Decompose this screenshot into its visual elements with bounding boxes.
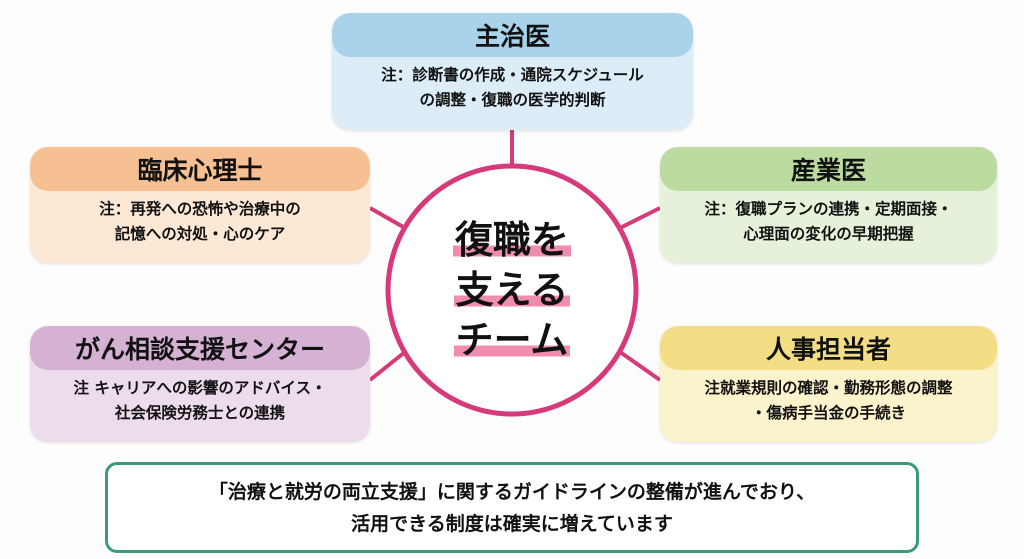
box-industrial: 産業医 注：復職プランの連携・定期面接・心理面の変化の早期把握: [660, 147, 997, 263]
center-line: チーム: [453, 318, 571, 362]
note-text: 「治療と就労の両立支援」に関するガイドラインの整備が進んでおり、: [208, 480, 816, 503]
box-title: 主治医: [332, 13, 693, 57]
box-text: 注：再発への恐怖や治療中の: [99, 200, 301, 218]
box-text: ・傷病手当金の手続き: [750, 404, 906, 422]
connector-cancer: [368, 350, 407, 382]
connector-industrial: [619, 206, 661, 230]
box-title: 人事担当者: [660, 326, 997, 370]
box-title: 臨床心理士: [30, 147, 370, 191]
box-text: 注 キャリアへの影響のアドバイス・: [73, 379, 327, 397]
guideline-note: 「治療と就労の両立支援」に関するガイドラインの整備が進んでおり、 活用できる制度…: [105, 462, 919, 553]
center-line: 復職を: [452, 218, 571, 262]
connector-hr: [618, 350, 662, 382]
box-cancer: がん相談支援センター 注 キャリアへの影響のアドバイス・社会保険労務士との連携: [30, 326, 370, 442]
box-text: 注就業規則の確認・勤務形態の調整: [704, 379, 953, 397]
box-text: 社会保険労務士との連携: [114, 404, 286, 422]
box-text: の調整・復職の医学的判断: [419, 91, 606, 109]
box-psych: 臨床心理士 注：再発への恐怖や治療中の記憶への対処・心のケア: [30, 147, 370, 263]
box-text: 記憶への対処・心のケア: [114, 225, 286, 243]
box-title: がん相談支援センター: [30, 326, 370, 370]
center-title: 復職を 支える チーム: [412, 215, 612, 365]
box-text: 心理面の変化の早期把握: [743, 225, 914, 243]
box-doctor: 主治医 注：診断書の作成・通院スケジュールの調整・復職の医学的判断: [332, 13, 693, 130]
connector-psych: [369, 206, 406, 230]
box-text: 注：診断書の作成・通院スケジュール: [381, 66, 644, 84]
note-text: 活用できる制度は確実に増えています: [351, 512, 673, 535]
box-text: 注：復職プランの連携・定期面接・: [704, 200, 953, 218]
center-line: 支える: [453, 268, 571, 312]
box-hr: 人事担当者 注就業規則の確認・勤務形態の調整・傷病手当金の手続き: [660, 326, 997, 442]
box-title: 産業医: [660, 147, 997, 191]
